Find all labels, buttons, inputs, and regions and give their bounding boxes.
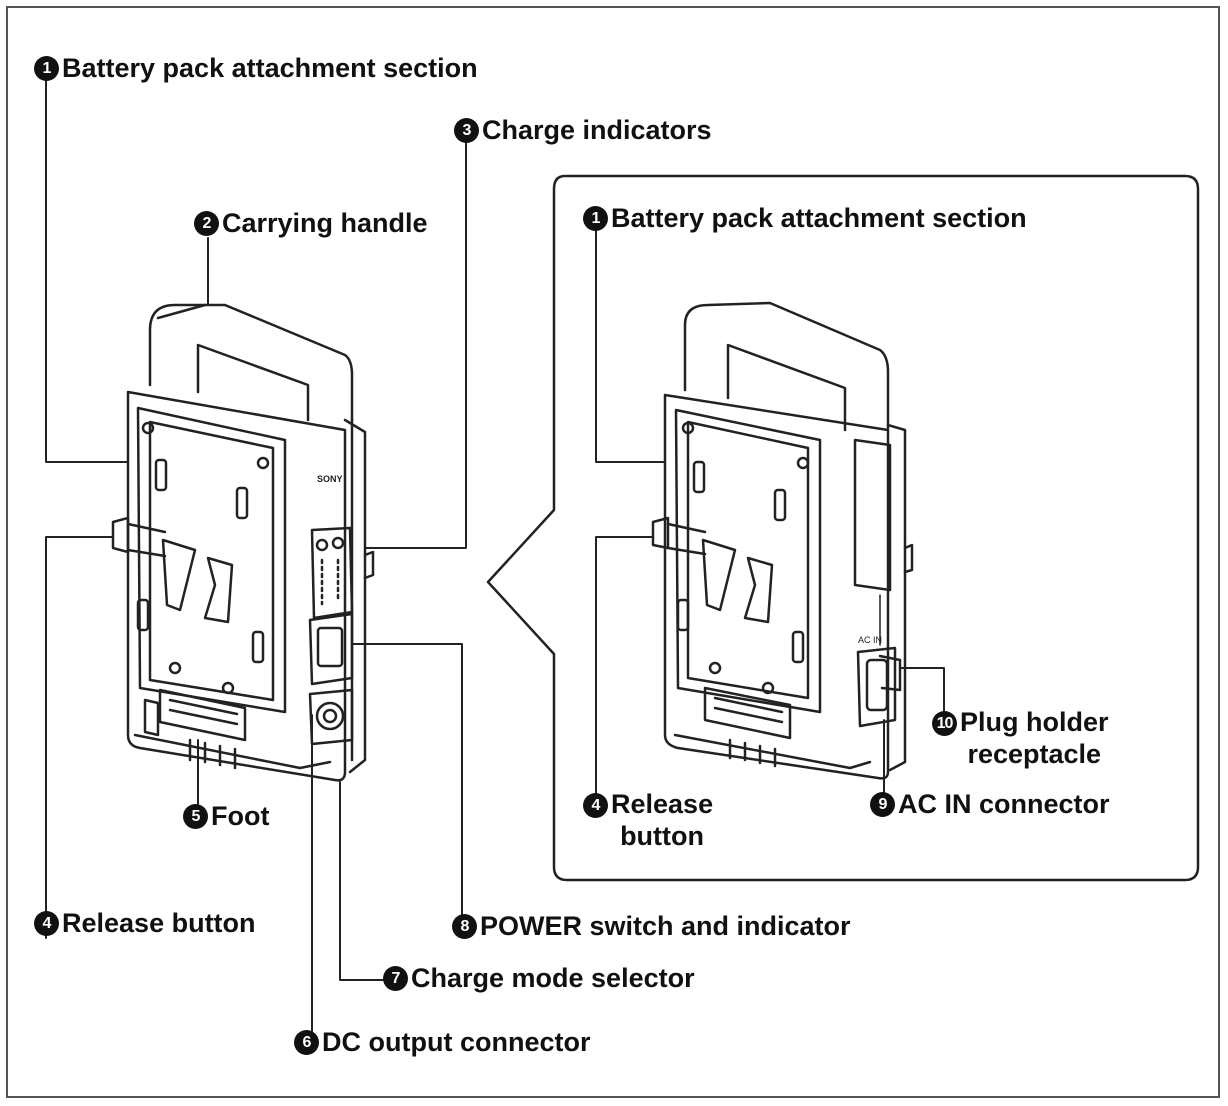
- marker-2: 2: [194, 210, 219, 236]
- figure-frame: [6, 6, 1220, 1098]
- label-plug-holder-line1: Plug holder: [960, 707, 1109, 737]
- label-foot: Foot: [211, 801, 270, 831]
- right-terminal-block: [703, 686, 792, 740]
- left-battery-plate: [136, 406, 287, 714]
- left-v-mount: [161, 538, 197, 612]
- left-dc-output-connector: [315, 701, 345, 731]
- left-carrying-handle: [148, 303, 354, 422]
- callout-power-switch: 8 POWER switch and indicator: [452, 910, 851, 942]
- right-main-body: [663, 393, 890, 780]
- callout-release-button-left: 4 Release button: [34, 907, 256, 939]
- right-device: [651, 301, 914, 780]
- label-ac-in: AC IN connector: [898, 789, 1110, 819]
- label-battery-pack-inset: Battery pack attachment section: [611, 203, 1027, 233]
- marker-4-inset: 4: [583, 793, 608, 818]
- callout-release-button-right: 4 Release button: [583, 788, 713, 853]
- left-power-switch: [308, 612, 354, 686]
- brand-mark: SONY: [317, 474, 343, 484]
- marker-10: 10: [932, 711, 957, 736]
- marker-8: 8: [452, 913, 477, 939]
- inset-box: [486, 174, 1200, 882]
- marker-7: 7: [383, 965, 408, 991]
- right-battery-plate: [674, 408, 822, 714]
- label-charge-indicators: Charge indicators: [482, 115, 712, 145]
- marker-3: 3: [454, 117, 479, 143]
- label-release-line2: button: [620, 821, 705, 852]
- label-charge-mode: Charge mode selector: [411, 963, 695, 993]
- left-main-body: [126, 390, 347, 782]
- left-release-button: [111, 516, 130, 554]
- label-carrying-handle: Carrying handle: [222, 208, 428, 238]
- right-v-mount: [701, 538, 737, 612]
- left-charge-indicators: [310, 526, 354, 620]
- marker-1: 1: [34, 55, 59, 81]
- label-release-button: Release button: [62, 908, 256, 938]
- callout-battery-pack-right: 1 Battery pack attachment section: [583, 202, 1027, 234]
- callout-foot: 5 Foot: [183, 800, 269, 832]
- marker-6: 6: [294, 1029, 319, 1055]
- marker-5: 5: [183, 803, 208, 829]
- callout-charge-indicators: 3 Charge indicators: [454, 114, 712, 146]
- leader-lines: [45, 79, 945, 1045]
- right-plug-holder: [878, 654, 902, 692]
- callout-dc-output: 6 DC output connector: [294, 1026, 590, 1058]
- callout-plug-holder: 10 Plug holder receptacle: [932, 706, 1109, 771]
- marker-9: 9: [870, 791, 895, 817]
- label-release-line1: Release: [611, 789, 714, 819]
- left-terminal-block: [158, 688, 247, 742]
- callout-carrying-handle: 2 Carrying handle: [194, 207, 428, 239]
- callout-charge-mode: 7 Charge mode selector: [383, 962, 695, 994]
- callout-ac-in: 9 AC IN connector: [870, 788, 1110, 820]
- callout-battery-pack-left: 1 Battery pack attachment section: [34, 52, 478, 84]
- label-plug-holder-line2: receptacle: [967, 739, 1102, 770]
- label-dc-output: DC output connector: [322, 1027, 591, 1057]
- right-ac-in-connector: [856, 646, 897, 728]
- marker-4: 4: [34, 910, 59, 936]
- left-device: [111, 303, 375, 782]
- label-battery-pack: Battery pack attachment section: [62, 53, 478, 83]
- marker-1-inset: 1: [583, 205, 608, 231]
- ac-in-mark: AC IN: [858, 635, 882, 645]
- label-power-switch: POWER switch and indicator: [480, 911, 851, 941]
- right-carrying-handle: [683, 301, 890, 430]
